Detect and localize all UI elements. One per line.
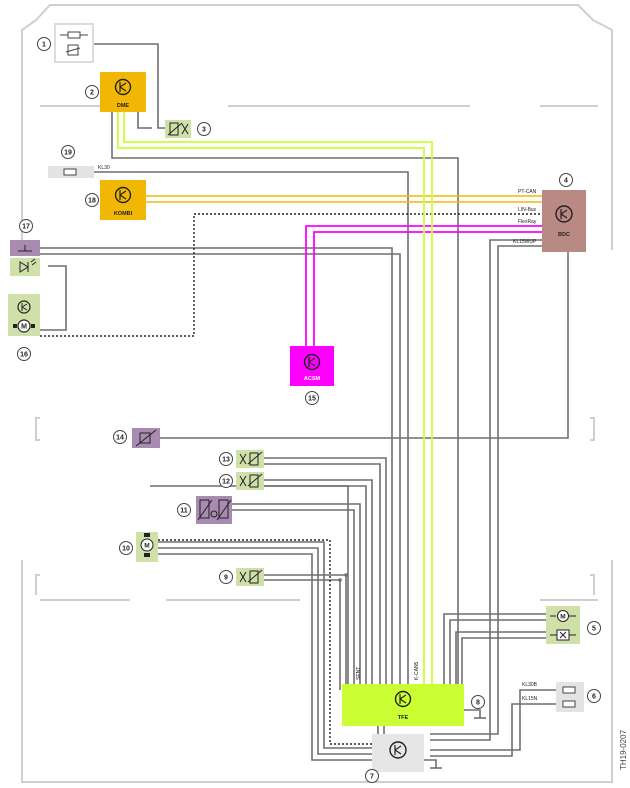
svg-text:16: 16	[20, 352, 28, 359]
flexray-bus	[305, 225, 542, 346]
callout-7: 7	[365, 769, 379, 783]
callout-11: 11	[177, 503, 191, 517]
component-5-pump: M	[546, 606, 580, 644]
k-can5-label: K-CAN5	[414, 661, 420, 680]
component-1-relay	[54, 23, 94, 63]
callout-9: 9	[219, 570, 233, 584]
component-11-sensor	[196, 496, 232, 524]
flexray-label: FlexRay	[518, 219, 537, 225]
callout-15: 15	[305, 391, 319, 405]
callouts: 1 2 3 4 5 6 7 8 9 10 11 12 13 14 15 16 1…	[17, 37, 601, 783]
callout-17: 17	[19, 219, 33, 233]
dme-module[interactable]: DME	[100, 72, 146, 112]
callout-6: 6	[587, 689, 601, 703]
vehicle-outline	[21, 4, 613, 783]
svg-text:8: 8	[476, 700, 480, 707]
svg-text:2: 2	[90, 90, 94, 97]
svg-text:3: 3	[202, 127, 206, 134]
acsm-module[interactable]: ACSM	[290, 346, 334, 386]
component-13-valve	[236, 450, 264, 468]
svg-text:12: 12	[222, 479, 230, 486]
callout-16: 16	[17, 347, 31, 361]
kombi-module[interactable]: KOMBI	[100, 180, 146, 220]
svg-text:9: 9	[224, 575, 228, 582]
svg-text:10: 10	[122, 546, 130, 553]
pt-can-label: PT-CAN	[518, 189, 537, 195]
component-17-switch	[10, 240, 40, 276]
tfe-module[interactable]: TFE	[342, 684, 464, 726]
svg-text:1: 1	[42, 42, 46, 49]
svg-text:19: 19	[64, 150, 72, 157]
svg-text:M: M	[144, 543, 149, 550]
svg-text:7: 7	[370, 774, 374, 781]
callout-13: 13	[219, 452, 233, 466]
svg-text:15: 15	[308, 396, 316, 403]
component-19-fuse: KL30	[48, 165, 110, 178]
bdc-label: BDC	[558, 232, 570, 238]
component-9-valve	[236, 568, 264, 586]
callout-18: 18	[85, 193, 99, 207]
component-10-motor: M	[136, 532, 158, 562]
component-14-sensor	[132, 428, 160, 448]
kl30b-label: KL30B	[522, 682, 538, 688]
dotted-wires	[40, 213, 542, 745]
svg-text:M: M	[21, 324, 27, 331]
component-12-valve	[236, 472, 264, 490]
callout-8: 8	[471, 695, 485, 709]
callout-12: 12	[219, 474, 233, 488]
svg-text:11: 11	[180, 508, 188, 515]
svg-text:6: 6	[592, 694, 596, 701]
k-can5-bus	[117, 112, 433, 684]
diagram-id: TH19-0207	[619, 729, 628, 770]
component-16-motor: M	[8, 294, 40, 336]
component-7-control-unit	[372, 734, 424, 772]
component-3-valve	[165, 120, 191, 138]
dme-label: DME	[117, 103, 130, 109]
callout-19: 19	[61, 145, 75, 159]
svg-text:5: 5	[592, 626, 596, 633]
kl30-left-label: KL30	[98, 165, 110, 171]
wires	[38, 43, 569, 769]
callout-4: 4	[559, 173, 573, 187]
svg-text:14: 14	[116, 435, 124, 442]
svg-text:13: 13	[222, 457, 230, 464]
tfe-label: TFE	[398, 715, 409, 721]
component-6-fuses	[556, 682, 584, 712]
svg-text:17: 17	[22, 224, 30, 231]
svg-text:18: 18	[88, 198, 96, 205]
bdc-module[interactable]: BDC	[542, 190, 586, 252]
svg-text:4: 4	[564, 178, 568, 185]
callout-3: 3	[197, 122, 211, 136]
callout-2: 2	[85, 85, 99, 99]
callout-14: 14	[113, 430, 127, 444]
acsm-label: ACSM	[304, 376, 321, 382]
callout-5: 5	[587, 621, 601, 635]
kombi-label: KOMBI	[114, 211, 133, 217]
svg-text:M: M	[560, 614, 565, 621]
pt-can-bus	[146, 195, 542, 203]
kl15wup-label: KL15WUP	[513, 239, 537, 245]
lin-bus-label: LIN-Bus	[518, 207, 537, 213]
sent-label: SENT	[356, 667, 362, 680]
kl15n-label: KL15N	[522, 696, 538, 702]
callout-10: 10	[119, 541, 133, 555]
callout-1: 1	[37, 37, 51, 51]
